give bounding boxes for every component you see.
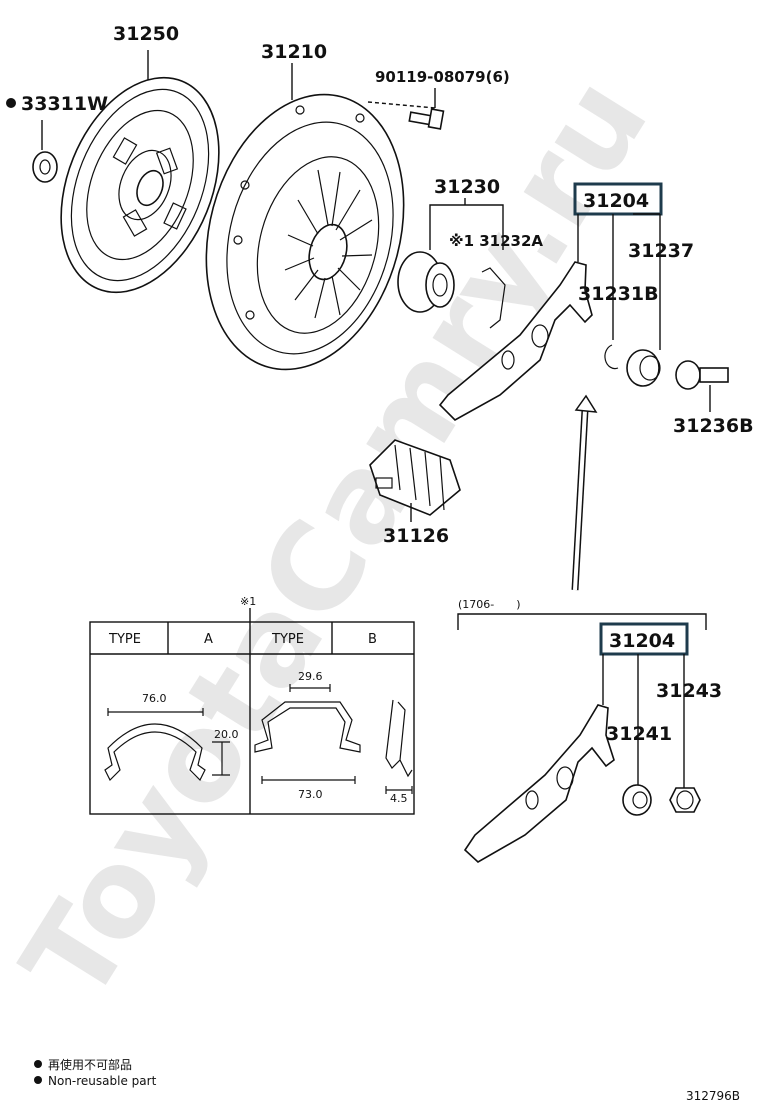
table-type-value-a: A xyxy=(204,632,213,647)
legend-line-1: 再使用不可部品 xyxy=(48,1057,132,1072)
label-90119: 90119-08079(6) xyxy=(375,68,510,86)
label-31237: 31237 xyxy=(628,240,694,262)
label-31204-bottom: 31204 xyxy=(609,630,675,652)
bearing-clip xyxy=(481,267,506,329)
type-table xyxy=(89,621,415,815)
clutch-disc xyxy=(60,76,220,294)
dim-b-top: 29.6 xyxy=(298,670,323,683)
label-31250: 31250 xyxy=(113,23,179,45)
pivot-retainer xyxy=(626,349,661,387)
highlight-box-top xyxy=(573,182,663,216)
label-31230: 31230 xyxy=(434,176,500,198)
clutch-cover xyxy=(205,93,405,371)
legend-dot-1 xyxy=(34,1060,42,1068)
dim-a-height: 20.0 xyxy=(214,728,239,741)
highlight-box-bottom xyxy=(599,622,689,656)
table-type-label-a: TYPE xyxy=(108,632,141,647)
dim-b-bottom: 73.0 xyxy=(298,788,323,801)
label-31232A: ※1 31232A xyxy=(449,232,543,250)
clip-type-a xyxy=(104,708,230,782)
note-mark: ※1 xyxy=(240,595,256,608)
pivot-stud xyxy=(675,360,729,390)
snap-ring xyxy=(604,344,619,370)
bushing xyxy=(622,784,652,816)
dim-a-width: 76.0 xyxy=(142,692,167,705)
label-31210: 31210 xyxy=(261,41,327,63)
label-33311W: 33311W xyxy=(21,93,108,115)
non-reusable-dot xyxy=(6,98,16,108)
nut xyxy=(669,787,701,813)
label-31126: 31126 xyxy=(383,525,449,547)
table-type-label-b: TYPE xyxy=(271,632,304,647)
label-31236B: 31236B xyxy=(673,415,754,437)
fork-boot xyxy=(369,439,461,516)
release-bearing xyxy=(397,251,455,313)
label-31204-top: 31204 xyxy=(583,190,649,212)
label-31243: 31243 xyxy=(656,680,722,702)
arrow-up xyxy=(571,394,598,591)
date-range: (1706- ) xyxy=(458,598,521,611)
bolt xyxy=(408,108,445,130)
label-31241: 31241 xyxy=(606,723,672,745)
release-fork-bottom xyxy=(463,704,615,863)
clip-type-b xyxy=(254,684,413,794)
label-31231B: 31231B xyxy=(578,283,659,305)
legend-dot-2 xyxy=(34,1076,42,1084)
release-fork-top xyxy=(438,261,593,421)
table-type-value-b: B xyxy=(368,632,377,647)
pilot-bearing xyxy=(32,151,58,183)
dim-b-side: 4.5 xyxy=(390,792,408,805)
figure-code: 312796B xyxy=(686,1089,740,1103)
legend-line-2: Non-reusable part xyxy=(48,1074,157,1088)
